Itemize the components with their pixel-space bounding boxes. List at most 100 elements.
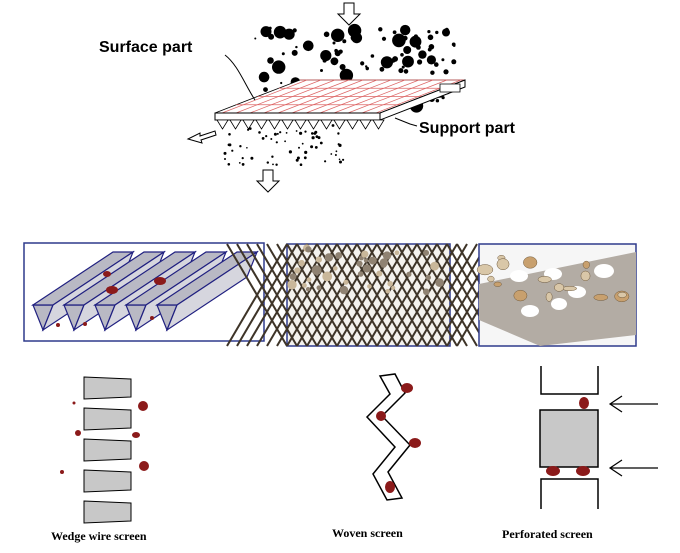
support-part-label: Support part [419, 120, 516, 137]
perforation-hole [594, 264, 614, 278]
gravel-stone [487, 275, 495, 283]
particle [292, 28, 297, 33]
fine-particle [311, 136, 315, 140]
particle [417, 59, 423, 65]
particle [441, 96, 445, 100]
caption-perforated: Perforated screen [502, 527, 593, 541]
fine-particle [303, 156, 307, 160]
particle [403, 46, 412, 54]
gravel-stone [294, 267, 301, 274]
fine-particle [299, 131, 303, 135]
fine-particle [288, 150, 292, 154]
gravel-stone [324, 253, 334, 262]
gravel-stone [368, 256, 377, 265]
gravel-stone [496, 258, 510, 271]
perforation-hole [521, 305, 539, 317]
perforated-screen-photo [476, 243, 637, 347]
gravel-stone [617, 291, 627, 298]
particle [442, 28, 450, 37]
particle [427, 30, 431, 34]
support-tooth [281, 119, 294, 130]
support-tooth [268, 119, 281, 130]
particle [254, 37, 257, 40]
fine-particle [276, 132, 279, 135]
sieving-schematic: Surface part Support part [99, 2, 516, 193]
particle [273, 25, 287, 39]
particle [56, 323, 60, 327]
woven-screen-photo [226, 243, 518, 347]
gravel-stone [385, 289, 391, 294]
particle [409, 35, 422, 48]
particle [365, 65, 368, 68]
particle [280, 81, 283, 85]
perforation-hole [510, 270, 528, 282]
gravel-stone [287, 280, 297, 290]
particle [154, 277, 166, 285]
gravel-stone [394, 250, 400, 256]
fine-particle [273, 132, 277, 136]
wedge-profile [83, 500, 132, 524]
wedge-wire-illustration [23, 242, 265, 342]
fine-particle [238, 162, 241, 164]
fine-particle [275, 163, 278, 166]
fine-particle [265, 135, 268, 138]
gravel-stone [363, 258, 368, 263]
particle [435, 99, 440, 103]
fine-particle [295, 158, 299, 162]
particle [434, 62, 439, 67]
particle [426, 55, 436, 65]
particle [139, 461, 149, 471]
fine-particle [227, 143, 231, 147]
particle [103, 271, 111, 277]
particle [392, 33, 406, 48]
support-tooth [372, 119, 385, 130]
gravel-stone [311, 265, 322, 276]
fine-particle [224, 158, 226, 160]
gravel-stone [289, 273, 297, 280]
fine-particle [299, 163, 303, 166]
particle [267, 57, 274, 64]
fine-particle [246, 147, 248, 149]
support-tooth [333, 119, 346, 130]
fine-particle [227, 163, 231, 166]
gravel-stone [382, 251, 392, 260]
particle-cloud-below [223, 124, 345, 166]
fine-particle [304, 130, 307, 133]
gravel-stone [391, 285, 396, 290]
wedge-profile [83, 469, 132, 493]
fine-particle [261, 137, 265, 140]
support-tooth [229, 119, 242, 130]
down-arrow-icon [255, 169, 281, 193]
gravel-stone [335, 252, 343, 259]
gravel-stone [430, 261, 439, 271]
particle [263, 87, 268, 92]
gravel-stone [476, 264, 494, 276]
caption-wedge-wire: Wedge wire screen [51, 529, 147, 543]
particle [403, 69, 409, 74]
gravel-stone [545, 292, 553, 302]
fine-particle [241, 163, 245, 166]
particle [60, 470, 64, 474]
gravel-stone [361, 250, 369, 258]
fine-particle [311, 132, 314, 135]
gravel-stone [379, 258, 389, 267]
wedge-wire-cross-section [60, 376, 149, 524]
gravel-stone [523, 256, 538, 269]
particle [350, 34, 358, 42]
support-tooth [255, 119, 268, 130]
particle [303, 40, 314, 52]
fine-particle [275, 141, 278, 144]
gravel-stone [357, 271, 364, 277]
fine-particle [338, 158, 341, 161]
fine-particle [331, 124, 335, 127]
gravel-stone [305, 287, 311, 292]
particle [430, 70, 435, 75]
support-tooth [216, 119, 229, 130]
support-tooth [346, 119, 359, 130]
particle [427, 34, 434, 41]
particle [398, 68, 404, 74]
gravel-stone [435, 278, 444, 287]
gravel-stone [305, 246, 312, 253]
gravel-stone [322, 271, 333, 282]
